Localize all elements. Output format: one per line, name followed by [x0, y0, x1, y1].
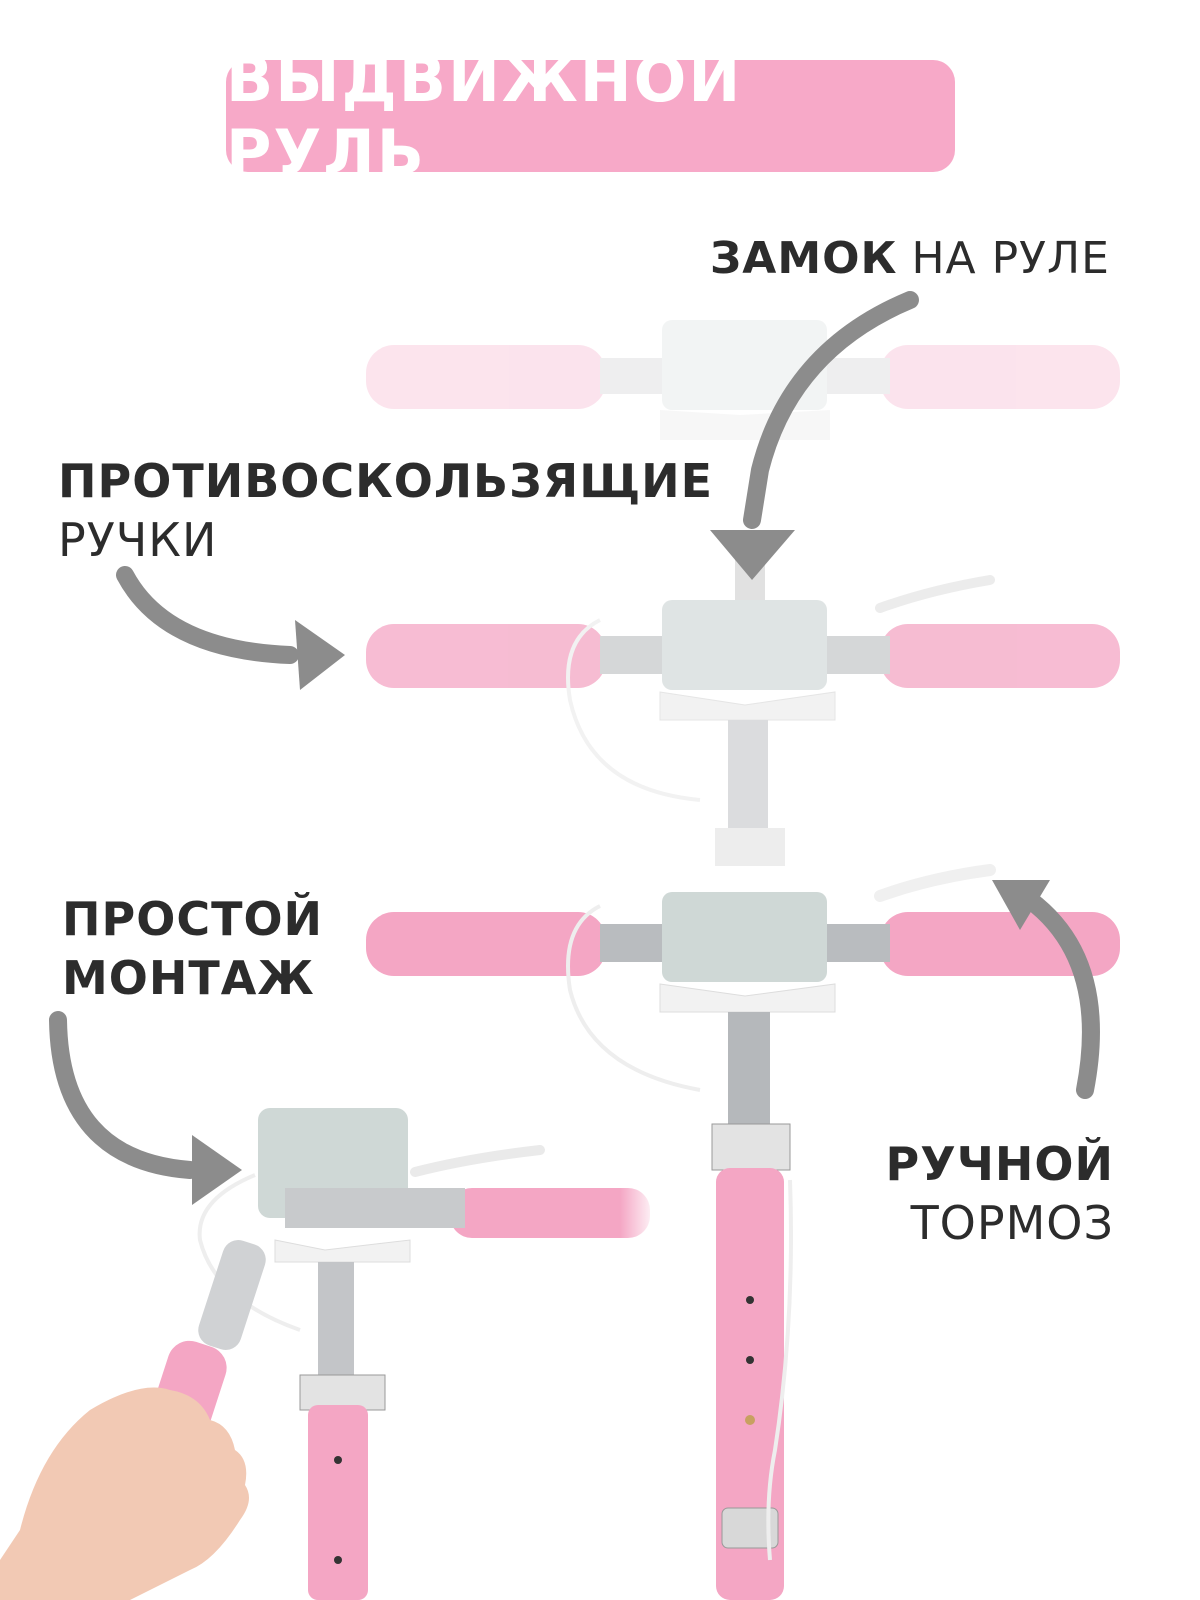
- handlebar-top-faded: [366, 320, 1120, 440]
- label-lock-light: НА РУЛЕ: [911, 233, 1110, 284]
- label-lock-bold: ЗАМОК: [710, 233, 898, 284]
- arrow-brake: [992, 880, 1100, 1099]
- label-brake-bold: РУЧНОЙ: [885, 1137, 1114, 1191]
- label-brake: РУЧНОЙ ТОРМОЗ: [886, 1138, 1114, 1250]
- label-brake-light: ТОРМОЗ: [910, 1195, 1114, 1250]
- arrow-grips: [116, 566, 345, 690]
- arrow-lock: [710, 291, 919, 580]
- title-banner: ВЫДВИЖНОЙ РУЛЬ: [226, 43, 955, 189]
- handlebar-bottom: [366, 864, 1120, 1600]
- arrow-mount: [49, 1011, 242, 1205]
- label-grips-bold: ПРОТИВОСКОЛЬЗЯЩИЕ: [58, 454, 714, 508]
- label-mount-line1: ПРОСТОЙ: [62, 892, 324, 946]
- label-grips: ПРОТИВОСКОЛЬЗЯЩИЕ РУЧКИ: [58, 455, 713, 567]
- page-title: ВЫДВИЖНОЙ РУЛЬ: [226, 43, 743, 189]
- label-mount: ПРОСТОЙ МОНТАЖ: [62, 893, 323, 1005]
- label-mount-line2: МОНТАЖ: [62, 950, 315, 1005]
- hand-image: [0, 1387, 249, 1600]
- label-grips-light: РУЧКИ: [58, 512, 218, 567]
- handlebar-middle: [366, 560, 1120, 866]
- label-lock: ЗАМОК НА РУЛЕ: [710, 233, 1110, 285]
